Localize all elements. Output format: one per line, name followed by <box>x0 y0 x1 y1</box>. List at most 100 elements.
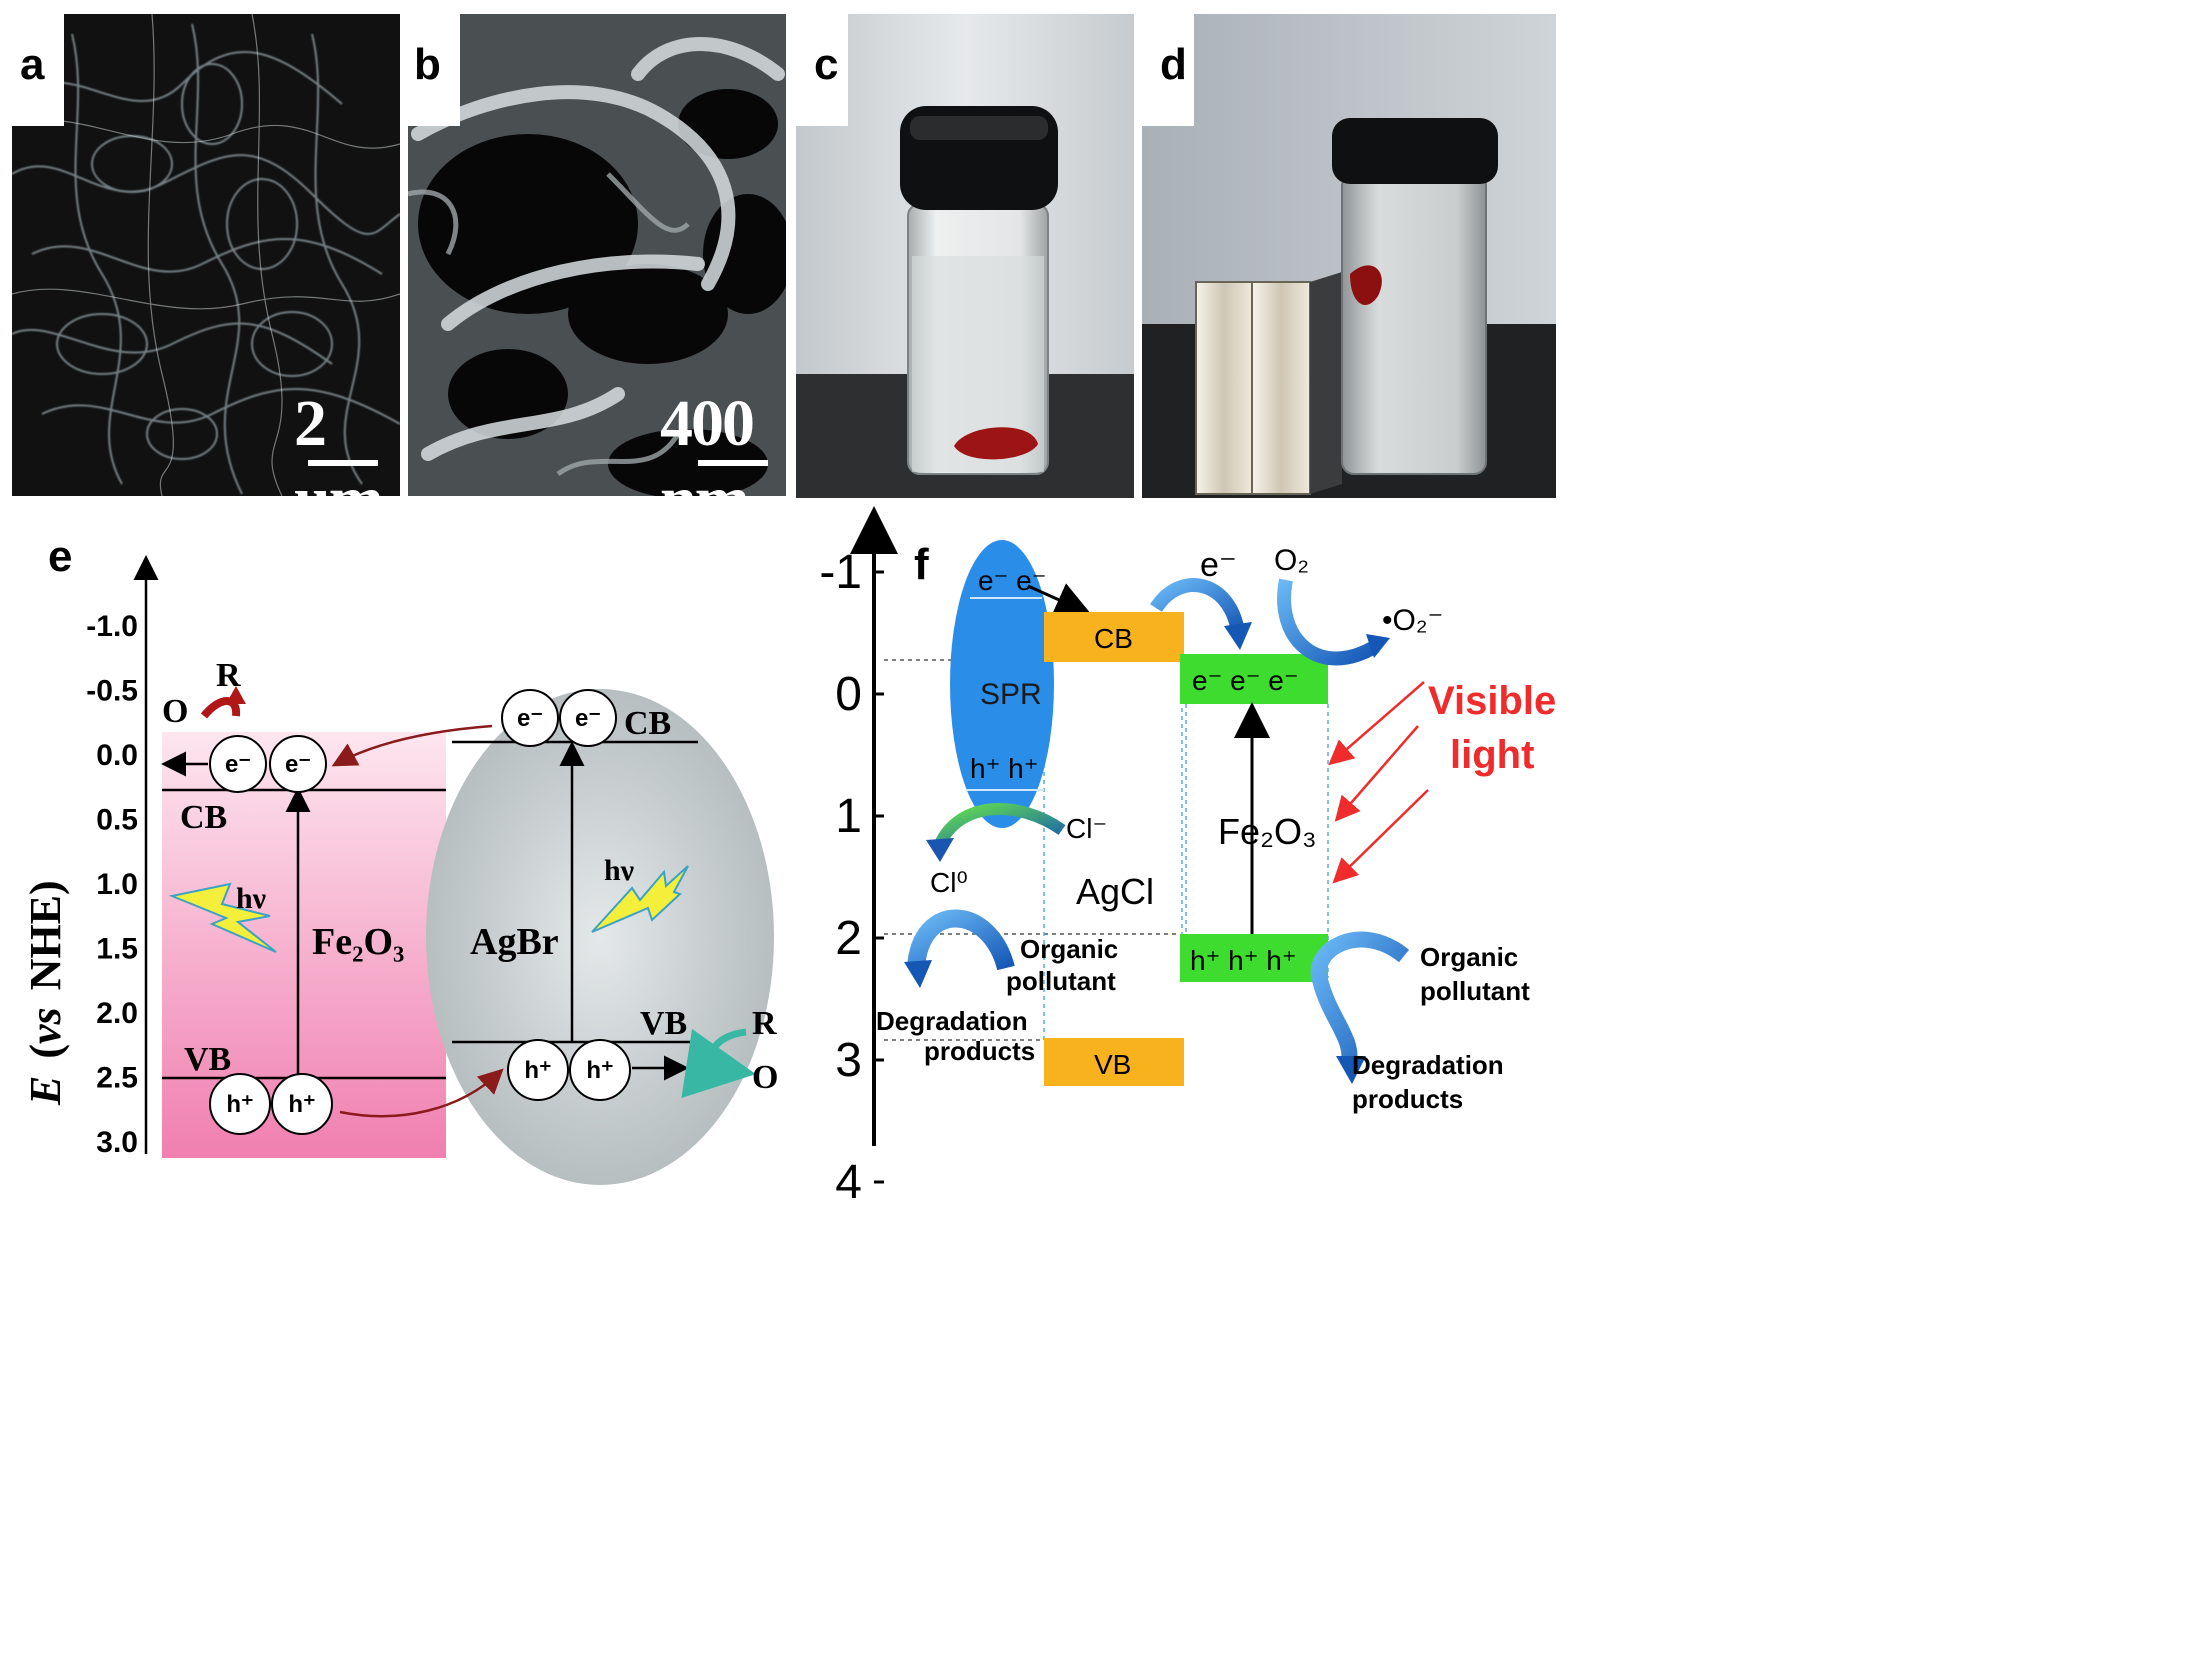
f-e-minus-label: e⁻ <box>1200 546 1237 584</box>
e-agbr-name: AgBr <box>470 921 559 963</box>
vial-magnet-scene-d <box>1142 14 1556 498</box>
f-agcl-vb-band <box>1044 1038 1184 1086</box>
f-organic-left-2: pollutant <box>1006 966 1116 996</box>
e-label-o-right: O <box>752 1059 778 1096</box>
panel-label-f: f <box>914 540 929 589</box>
sem-porous-texture <box>408 14 786 496</box>
svg-text:e⁻: e⁻ <box>517 705 543 732</box>
panel-label-a: a <box>20 40 45 89</box>
e-tick-label: 0.0 <box>96 739 138 772</box>
f-agcl-vb-label: VB <box>1094 1049 1131 1080</box>
panel-label-c: c <box>814 40 839 89</box>
sem-image-a: 2 um <box>12 14 400 496</box>
svg-text:e⁻: e⁻ <box>575 705 601 732</box>
diagram-f: -1 0 1 2 3 4 SPR e⁻ e⁻ h⁺ h⁺ CB VB AgCl e⁻ e⁻… <box>819 506 1556 1209</box>
svg-text:e⁻: e⁻ <box>225 751 251 778</box>
e-label-r-right: R <box>752 1005 777 1042</box>
e-tick-label: 3.0 <box>96 1126 138 1159</box>
diagram-e: E (vs NHE) -1.0-0.50.00.51.01.52.02.53.0… <box>21 555 778 1185</box>
photo-vial-d <box>1142 14 1556 498</box>
e-hv-left: hν <box>236 882 267 915</box>
svg-text:h⁺: h⁺ <box>226 1091 253 1118</box>
e-tick-labels: -1.0-0.50.00.51.01.52.02.53.0 <box>86 610 138 1159</box>
f-fe2o3-cb-electrons: e⁻ e⁻ e⁻ <box>1192 665 1299 696</box>
f-spr-electrons: e⁻ e⁻ <box>978 565 1046 596</box>
f-fe2o3-vb-holes: h⁺ h⁺ h⁺ <box>1190 945 1297 976</box>
f-left-degradation-arrow <box>907 909 1015 971</box>
e-fe2o3-electrons: e⁻ e⁻ <box>209 735 327 793</box>
f-cl-minus-label: Cl⁻ <box>1066 813 1107 844</box>
f-fe2o3-label: Fe₂O₃ <box>1218 811 1317 852</box>
f-tick-label: -1 <box>819 546 862 599</box>
e-label-o-left: O <box>162 693 188 730</box>
e-tick-label: 2.0 <box>96 997 138 1030</box>
scale-text-a: 2 um <box>294 387 384 496</box>
e-agbr-cb-label: CB <box>624 705 671 742</box>
f-light-label: light <box>1450 733 1534 777</box>
f-degr-left-2: products <box>924 1036 1035 1066</box>
scale-bar-b <box>698 460 768 466</box>
photo-vial-c <box>796 14 1134 498</box>
e-tick-label: 2.5 <box>96 1062 138 1095</box>
f-degr-left-1: Degradation <box>876 1006 1028 1036</box>
panel-label-d: d <box>1160 40 1187 89</box>
e-reduction-arrow <box>200 697 241 719</box>
f-spr-label: SPR <box>980 678 1042 711</box>
f-o2-reduction-arrow <box>1277 578 1380 666</box>
f-organic-left-1: Organic <box>1020 934 1118 964</box>
f-organic-right-2: pollutant <box>1420 976 1530 1006</box>
e-fe2o3-name: Fe₂O₃ <box>312 921 404 963</box>
e-tick-label: 0.5 <box>96 804 138 837</box>
scale-bar-a <box>308 460 378 466</box>
f-tick-label: 1 <box>835 790 862 843</box>
f-agcl-cb-band <box>1044 612 1184 662</box>
f-tick-label: 0 <box>835 668 862 721</box>
e-tick-label: -0.5 <box>86 675 138 708</box>
e-hv-right: hν <box>604 854 635 887</box>
f-cb-transfer-arrow <box>1150 578 1245 634</box>
f-superoxide-label: •O₂⁻ <box>1382 604 1443 637</box>
vial-scene-c <box>796 14 1134 498</box>
e-fe2o3-cb-label: CB <box>180 799 227 836</box>
f-agcl-label: AgCl <box>1076 871 1154 912</box>
scale-text-b: 400 nm <box>660 387 755 496</box>
f-visible-label: Visible <box>1428 679 1556 723</box>
e-agbr-vb-label: VB <box>640 1005 687 1042</box>
f-tick-labels: -1 0 1 2 3 4 <box>819 546 884 1209</box>
f-tick-label: 4 <box>835 1156 862 1209</box>
e-lightning-icon-left <box>168 882 277 953</box>
svg-text:e⁻: e⁻ <box>285 751 311 778</box>
f-tick-label: 2 <box>835 912 862 965</box>
e-axis-title: E (vs NHE) <box>21 880 70 1106</box>
e-label-r-left: R <box>216 657 241 694</box>
svg-text:h⁺: h⁺ <box>586 1057 613 1084</box>
e-tick-label: -1.0 <box>86 610 138 643</box>
sem-image-b: 400 nm <box>408 14 786 496</box>
f-cl0-label: Cl⁰ <box>930 867 968 898</box>
e-agbr-electrons: e⁻ e⁻ <box>501 689 617 747</box>
f-cl-oxidation-arrow <box>934 803 1066 847</box>
f-spr-to-cb-arrow <box>1027 583 1092 617</box>
f-right-degradation-arrow <box>1310 931 1410 1069</box>
e-fe2o3-vb-label: VB <box>184 1041 231 1078</box>
svg-text:h⁺: h⁺ <box>524 1057 551 1084</box>
e-electron-transfer-arrow <box>331 724 493 767</box>
e-hole-transfer-arrow <box>339 1068 504 1118</box>
f-fe2o3-cb-band <box>1180 654 1328 704</box>
f-organic-right-1: Organic <box>1420 942 1518 972</box>
panel-label-b: b <box>414 40 441 89</box>
f-degr-right-2: products <box>1352 1084 1463 1114</box>
f-fe2o3-vb-band <box>1180 934 1328 982</box>
f-agcl-cb-label: CB <box>1094 623 1133 654</box>
f-tick-label: 3 <box>835 1034 862 1087</box>
sem-network-texture <box>12 14 400 496</box>
e-tick-label: 1.5 <box>96 933 138 966</box>
f-light-arrows <box>1328 681 1429 884</box>
panel-label-e: e <box>48 532 73 581</box>
f-spr-ellipse <box>950 540 1054 828</box>
e-agbr-holes: h⁺ h⁺ <box>507 1039 631 1101</box>
f-degr-right-1: Degradation <box>1352 1050 1504 1080</box>
f-spr-holes: h⁺ h⁺ <box>970 753 1038 784</box>
e-lightning-icon-right <box>591 865 689 933</box>
e-fe2o3-holes: h⁺ h⁺ <box>209 1073 333 1135</box>
